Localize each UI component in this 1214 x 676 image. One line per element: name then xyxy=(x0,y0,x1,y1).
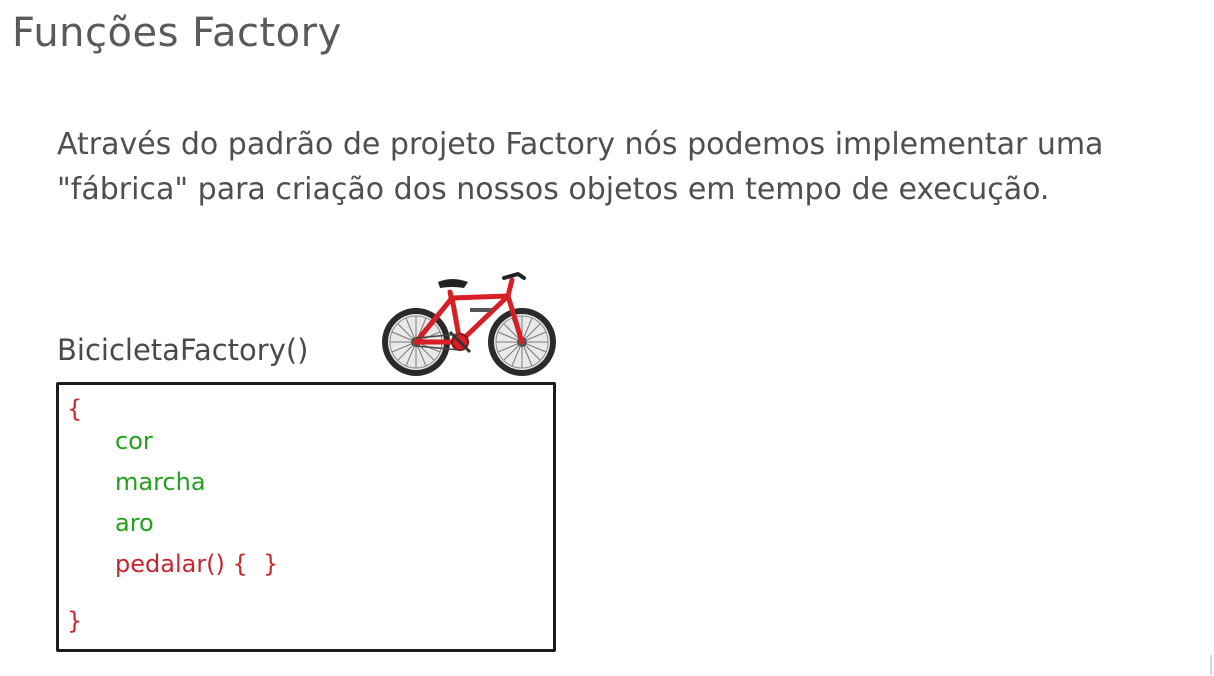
property-aro: aro xyxy=(115,509,154,537)
bike-handlebar xyxy=(502,271,526,280)
bike-seat xyxy=(438,279,468,288)
property-cor: cor xyxy=(115,427,153,455)
method-pedalar: pedalar() { } xyxy=(115,550,279,578)
intro-paragraph: Através do padrão de projeto Factory nós… xyxy=(57,122,1207,212)
code-block: { cor marcha aro pedalar() { } } xyxy=(56,382,556,652)
property-marcha: marcha xyxy=(115,468,206,496)
close-brace: } xyxy=(67,607,83,635)
bicycle-icon xyxy=(382,271,556,376)
factory-function-label: BicicletaFactory() xyxy=(57,333,309,367)
slide-title: Funções Factory xyxy=(12,10,342,56)
open-brace: { xyxy=(67,395,83,423)
scrollbar-edge xyxy=(1210,655,1212,675)
intro-line-1: Através do padrão de projeto Factory nós… xyxy=(57,127,1104,162)
intro-line-2: "fábrica" para criação dos nossos objeto… xyxy=(57,172,1050,207)
